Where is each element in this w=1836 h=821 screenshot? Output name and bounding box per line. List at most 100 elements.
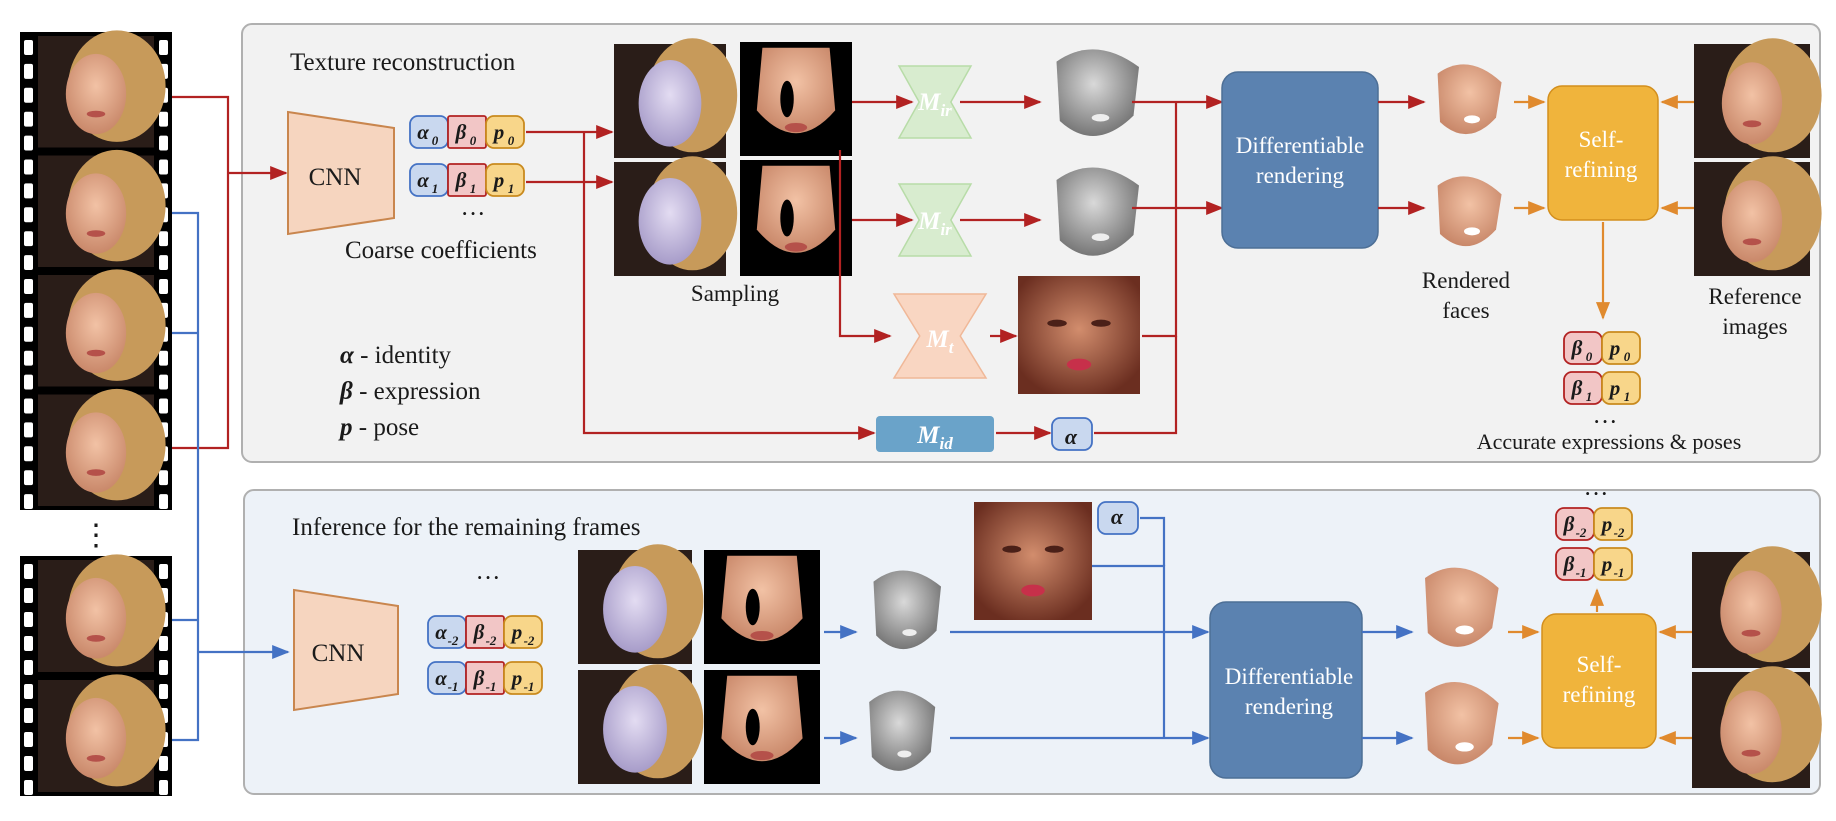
mesh-thumb-bottom-1-mesh [603, 685, 667, 773]
coef-row-top-0-sub-1: 0 [470, 133, 477, 148]
coef-row-top-0-sub-0: 0 [432, 133, 439, 148]
grey-render-bottom-1-shape [869, 690, 936, 771]
rendered-face-bottom-1-shape [1425, 681, 1499, 765]
refined-row-top-0-sub-0: 0 [1586, 349, 1593, 364]
coef-row-top-1-sub-2: 1 [508, 181, 515, 196]
reference-image-bottom-1-mouth [1741, 749, 1761, 757]
coef-row-bottom-0-sym-1: β [473, 620, 485, 644]
rendered-face-bottom-0-shape [1425, 567, 1499, 647]
coef-row-bottom-0-sym-2: p [510, 620, 523, 644]
ellipsis-refined-bottom: ··· [1584, 481, 1609, 508]
sampled-face-top-0 [740, 42, 852, 156]
sampled-face-bottom-0-nose [745, 588, 760, 626]
film-strip-top-frame-1 [38, 149, 166, 267]
film-strip-bottom-frame-1-skin [65, 697, 127, 779]
film-strip-top-hole-l-1-2 [24, 207, 33, 223]
render-label-bottom-2: rendering [1245, 694, 1334, 719]
film-strip-top-hole-r-1-3 [159, 231, 168, 247]
texture-map-bottom [974, 502, 1092, 620]
film-strip-top-hole-l-3-3 [24, 470, 33, 486]
mesh-thumb-top-1 [614, 156, 738, 276]
coef-row-top-1-sub-0: 1 [432, 181, 439, 196]
grey-render-bottom-0-teeth [902, 629, 917, 636]
refined-row-top-1-sub-0: 1 [1586, 389, 1593, 404]
refined-row-top-1-sym-1: p [1608, 376, 1621, 400]
ellipsis-coef-bottom: ··· [476, 565, 501, 592]
cnn-label-bottom: CNN [312, 640, 365, 667]
film-strip-top-frame-2-mouth [86, 349, 106, 357]
film-strip-top-hole-l-3-1 [24, 422, 33, 438]
mesh-thumb-top-1-mesh [638, 177, 702, 265]
module-mid [876, 416, 994, 452]
film-strip-bottom-hole-r-0-0 [159, 564, 168, 579]
film-strip-bottom-hole-l-0-4 [24, 660, 33, 675]
film-strip-bottom-hole-l-1-1 [24, 708, 33, 723]
rendered-caption-2: faces [1442, 298, 1489, 323]
sampled-face-top-0-skin [756, 47, 836, 134]
grey-render-bottom-1-teeth [897, 750, 912, 758]
rendered-face-top-0-teeth [1464, 115, 1480, 124]
mesh-thumb-bottom-1 [578, 664, 704, 784]
film-strip-top-hole-l-0-4 [24, 135, 33, 151]
sampled-face-top-0-mouth [784, 122, 808, 133]
coef-row-top-0-cell-2 [485, 115, 525, 149]
sampled-face-bottom-1-skin [721, 675, 803, 762]
refined-row-bottom-1-cell-1 [1593, 547, 1633, 581]
film-strip-bottom-hole-r-0-3 [159, 636, 168, 651]
film-strip-bottom-hole-l-1-3 [24, 756, 33, 771]
refined-row-top-0-sym-0: β [1571, 336, 1583, 360]
refined-row-top-1-cell-0 [1563, 371, 1603, 405]
reference-image-top-0 [1694, 38, 1822, 158]
coef-row-bottom-1-sym-1: β [473, 666, 485, 690]
coef-row-bottom-0-sub-1: -2 [486, 633, 497, 648]
film-strip-bottom-frame-0-mouth [86, 635, 106, 642]
film-strip-top-hole-l-3-4 [24, 494, 33, 510]
rendered-caption-1: Rendered [1422, 268, 1511, 293]
texture-map-bottom-eye-r [1044, 545, 1064, 553]
refined-row-bottom-0-sym-1: p [1600, 512, 1613, 536]
module-mir-label-1: Mir [917, 89, 952, 120]
film-strip-top-frame-0 [38, 30, 166, 148]
coef-row-bottom-0-cell-2 [503, 615, 543, 649]
module-mt [892, 293, 988, 379]
texture-map-top-bg [1018, 276, 1140, 394]
rendered-face-bottom-0 [1425, 567, 1499, 647]
mesh-thumb-top-0 [614, 38, 738, 158]
ellipsis-refined-top: ··· [1593, 409, 1618, 436]
film-strip-top-hole-l-3-2 [24, 446, 33, 462]
legend-expression: β - expression [339, 378, 481, 405]
alpha-box-bottom [1097, 501, 1139, 535]
refined-row-bottom-0-sub-1: -2 [1614, 525, 1625, 540]
coef-row-bottom-0-sub-0: -2 [448, 633, 459, 648]
coef-row-top-1-sub-1: 1 [470, 181, 477, 196]
film-strip-bottom-frame-1 [38, 674, 166, 792]
refine-label-bottom-2: refining [1563, 682, 1636, 707]
refined-row-top-1-sub-1: 1 [1624, 389, 1631, 404]
refined-row-top-0-cell-0 [1563, 331, 1603, 365]
coef-row-bottom-0-sym-0: α [435, 620, 447, 644]
coef-row-bottom-1-sub-1: -1 [486, 679, 497, 694]
coef-row-top-0-sym-0: α [417, 120, 429, 144]
coef-row-bottom-1-sub-0: -1 [448, 679, 459, 694]
refine-label-top-2: refining [1565, 157, 1638, 182]
coef-row-bottom-1-sym-2: p [510, 666, 523, 690]
accurate-caption: Accurate expressions & poses [1477, 429, 1742, 454]
mesh-thumb-bottom-0-mesh [603, 565, 667, 653]
film-strip-top-hole-r-1-0 [159, 159, 168, 175]
coef-row-top-1-sym-1: β [455, 168, 467, 192]
film-strip-top-frame-1-mouth [86, 230, 106, 237]
rendered-face-bottom-1 [1425, 681, 1499, 765]
reference-image-top-1-mouth [1742, 238, 1762, 246]
rendered-face-top-1-teeth [1464, 227, 1480, 236]
film-strip-bottom-frame-0-skin [65, 577, 127, 659]
arrow-to-mid [582, 132, 876, 441]
vdots-frames: ⋮ [81, 519, 111, 552]
module-mid-label: Mid [916, 422, 953, 453]
coef-row-top-1-cell-1 [447, 163, 487, 197]
film-strip-bottom-hole-r-1-0 [159, 684, 168, 699]
film-strip-top-frame-3-skin [65, 412, 127, 493]
film-strip-top-frame-3-mouth [86, 469, 106, 476]
